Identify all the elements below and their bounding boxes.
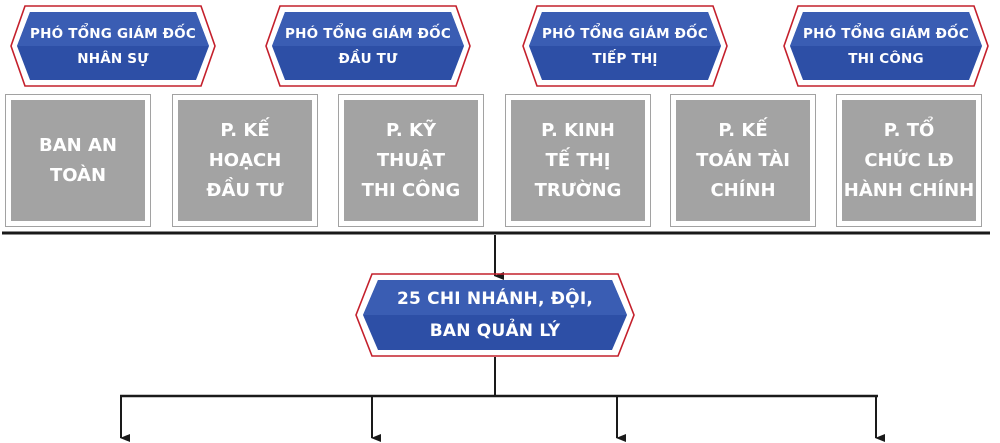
dept-safety: BAN AN TOÀN xyxy=(5,94,151,227)
dept-label: P. KINH TẾ THỊ TRƯỜNG xyxy=(534,119,622,201)
vice-director-marketing: PHÓ TỔNG GIÁM ĐỐC TIẾP THỊ xyxy=(515,3,735,89)
vice-director-title: PHÓ TỔNG GIÁM ĐỐC xyxy=(542,26,708,42)
dept-label: P. KẾ TOÁN TÀI CHÍNH xyxy=(696,119,790,201)
branch-title-line1: 25 CHI NHÁNH, ĐỘI, xyxy=(396,289,594,309)
dept-label: P. TỔ CHỨC LĐ HÀNH CHÍNH xyxy=(843,119,975,201)
vice-director-investment: PHÓ TỔNG GIÁM ĐỐC ĐẦU TƯ xyxy=(258,3,478,89)
branches-teams-boards: 25 CHI NHÁNH, ĐỘI, BAN QUẢN LÝ xyxy=(352,271,638,359)
vice-director-construction: PHÓ TỔNG GIÁM ĐỐC THI CÔNG xyxy=(776,3,996,89)
dept-label: P. KẾ HOẠCH ĐẦU TƯ xyxy=(206,119,284,201)
vice-director-area: ĐẦU TƯ xyxy=(338,51,398,67)
branch-title-line2: BAN QUẢN LÝ xyxy=(429,321,561,341)
vice-director-title: PHÓ TỔNG GIÁM ĐỐC xyxy=(285,26,451,42)
dept-label: P. KỸ THUẬT THI CÔNG xyxy=(361,119,461,201)
vice-director-area: THI CÔNG xyxy=(848,51,924,67)
dept-finance-accounting: P. KẾ TOÁN TÀI CHÍNH xyxy=(670,94,816,227)
dept-market-economics: P. KINH TẾ THỊ TRƯỜNG xyxy=(505,94,651,227)
vice-director-title: PHÓ TỔNG GIÁM ĐỐC xyxy=(30,26,196,42)
dept-organization-admin: P. TỔ CHỨC LĐ HÀNH CHÍNH xyxy=(836,94,982,227)
dept-planning-investment: P. KẾ HOẠCH ĐẦU TƯ xyxy=(172,94,318,227)
dept-construction-engineering: P. KỸ THUẬT THI CÔNG xyxy=(338,94,484,227)
vice-director-area: NHÂN SỰ xyxy=(77,51,149,67)
vice-director-area: TIẾP THỊ xyxy=(592,51,658,67)
vice-director-title: PHÓ TỔNG GIÁM ĐỐC xyxy=(803,26,969,42)
vice-director-hr: PHÓ TỔNG GIÁM ĐỐC NHÂN SỰ xyxy=(3,3,223,89)
dept-label: BAN AN TOÀN xyxy=(39,134,117,186)
